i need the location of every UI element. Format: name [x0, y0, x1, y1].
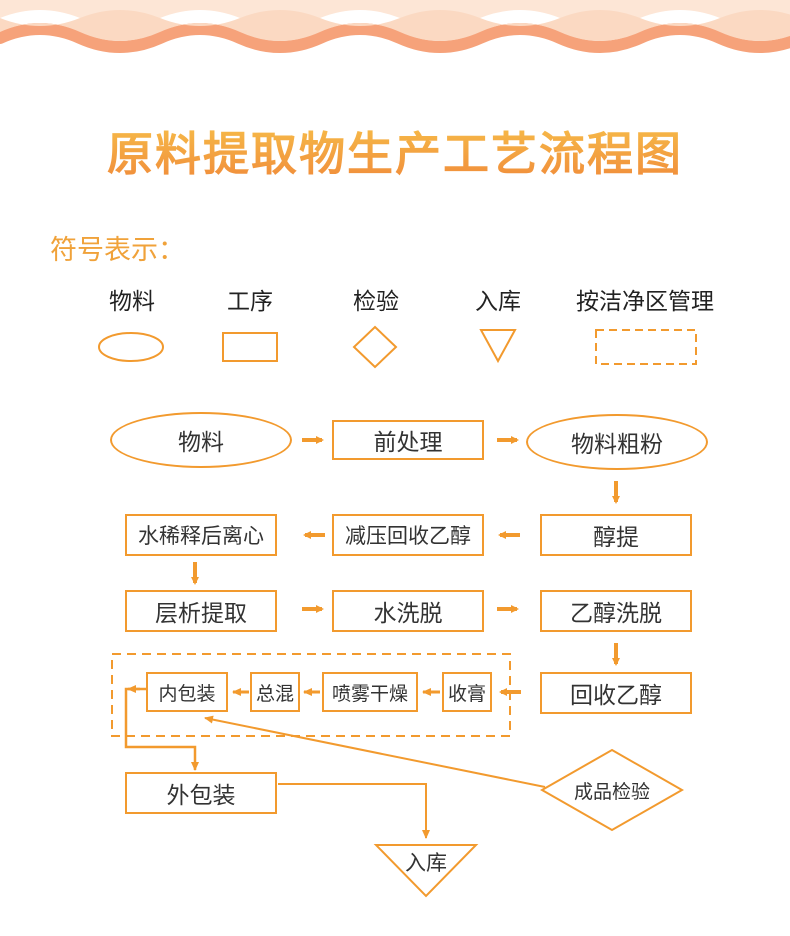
legend-label-clean-zone: 按洁净区管理: [576, 289, 714, 315]
node-ethanol-elution: 乙醇洗脱: [540, 590, 692, 632]
wave-dark: [0, 23, 790, 53]
legend-label-material: 物料: [109, 289, 155, 315]
legend-label-process: 工序: [227, 289, 273, 315]
storage-triangle: [373, 844, 479, 898]
node-recover-ethanol: 回收乙醇: [540, 672, 692, 714]
node-pretreatment: 前处理: [332, 420, 484, 460]
legend-triangle-symbol: [479, 329, 517, 364]
node-vacuum-recovery: 减压回收乙醇: [332, 514, 484, 556]
node-chromatography: 层析提取: [125, 590, 277, 632]
node-alcohol-extraction: 醇提: [540, 514, 692, 556]
wave-fill: [0, 10, 790, 41]
decor-wave: [0, 0, 790, 53]
legend-rect-symbol: [222, 332, 278, 362]
legend-diamond-symbol: [352, 325, 398, 369]
node-water-elution: 水洗脱: [332, 590, 484, 632]
inspection-diamond: [539, 748, 685, 832]
clean-zone-boundary: [111, 653, 511, 737]
node-storage-label: 入库: [405, 851, 447, 875]
arrow-outer-pack-to-storage: [278, 783, 430, 839]
node-concentrate: 收膏: [442, 672, 492, 712]
node-material: 物料: [110, 412, 292, 468]
legend-heading: 符号表示：: [50, 235, 185, 266]
node-spray-dry: 喷雾干燥: [322, 672, 418, 712]
node-coarse-powder: 物料粗粉: [526, 414, 708, 470]
page-title: 原料提取物生产工艺流程图: [0, 118, 790, 184]
node-inspection-label: 成品检验: [573, 780, 650, 803]
legend-label-inspection: 检验: [353, 289, 399, 315]
legend-dashed-rect-symbol: [595, 329, 697, 365]
node-outer-pack: 外包装: [125, 772, 277, 814]
legend-ellipse-symbol: [98, 332, 164, 362]
node-inner-pack: 内包装: [146, 672, 228, 712]
node-water-dilution: 水稀释后离心: [125, 514, 277, 556]
legend-label-storage: 入库: [475, 289, 521, 315]
node-total-mix: 总混: [250, 672, 300, 712]
arrow-inspection-to-inner-pack: [204, 715, 546, 788]
